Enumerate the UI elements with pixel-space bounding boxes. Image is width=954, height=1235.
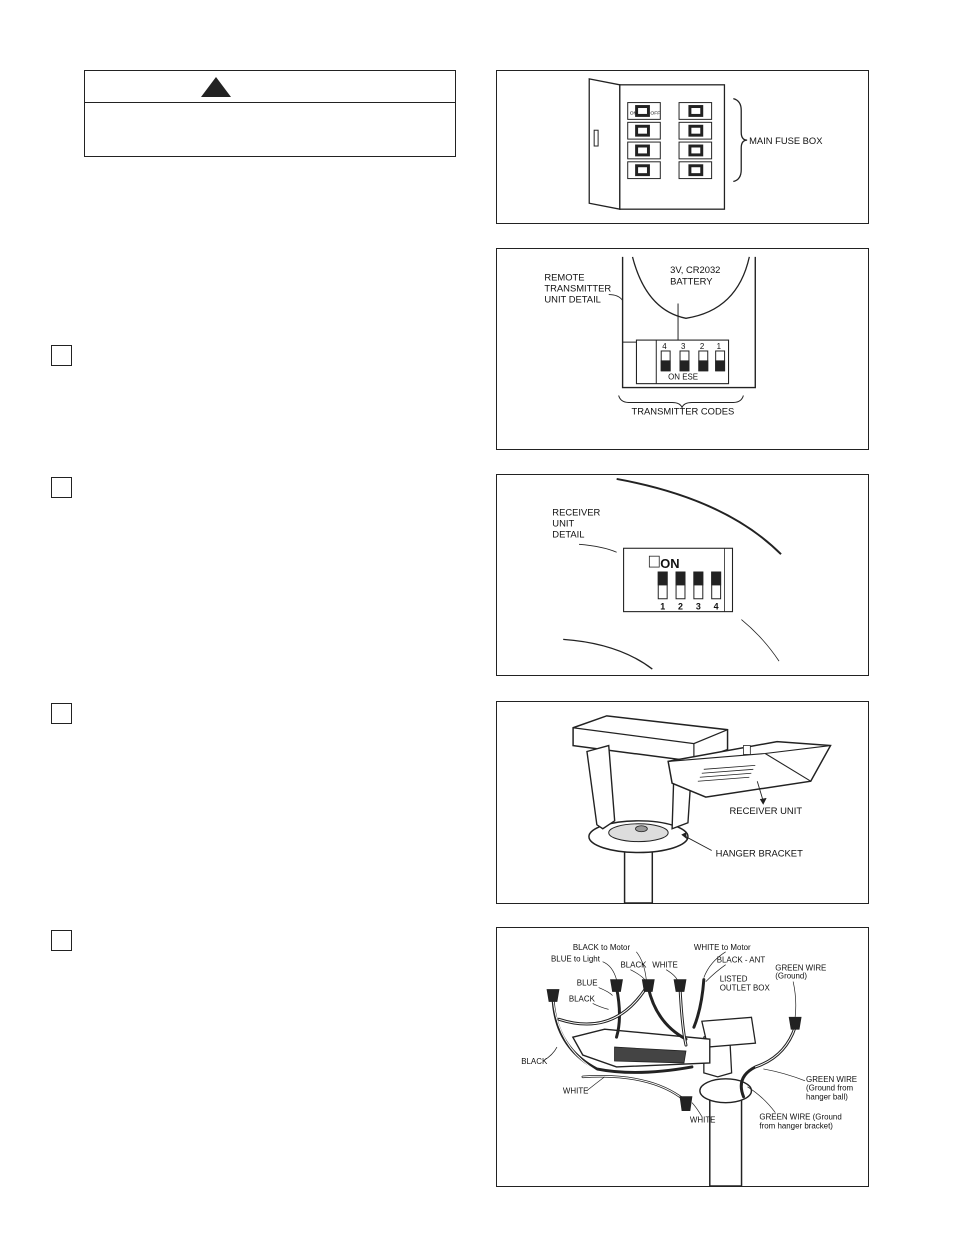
label-green-ball-1: GREEN WIRE bbox=[806, 1075, 857, 1084]
receiver-detail-line-3: DETAIL bbox=[552, 528, 584, 539]
fuse-box-illustration: ON OFF MAIN FUSE BOX bbox=[588, 78, 823, 210]
step-checkbox-3 bbox=[51, 703, 72, 724]
label-white-top: WHITE bbox=[652, 961, 678, 970]
transmitter-switch-num: 2 bbox=[700, 342, 704, 351]
breaker-off-text: OFF bbox=[650, 110, 660, 116]
receiver-on-label: ON bbox=[660, 556, 679, 571]
receiver-detail-line-1: RECEIVER bbox=[552, 507, 600, 518]
transmitter-detail-line-3: UNIT DETAIL bbox=[544, 293, 601, 304]
transmitter-illustration: 3V, CR2032 BATTERY REMOTE TRANSMITTER UN… bbox=[544, 256, 756, 416]
battery-line-2: BATTERY bbox=[670, 276, 713, 287]
transmitter-detail-line-2: TRANSMITTER bbox=[544, 283, 611, 294]
label-black-left: BLACK bbox=[521, 1057, 548, 1066]
transmitter-codes-label: TRANSMITTER CODES bbox=[632, 405, 735, 416]
label-blue: BLUE bbox=[577, 979, 598, 988]
warning-box bbox=[84, 70, 456, 157]
label-white-bottom: WHITE bbox=[690, 1115, 716, 1124]
label-green-ball-3: hanger ball) bbox=[806, 1093, 848, 1102]
receiver-detail-line-2: UNIT bbox=[552, 517, 574, 528]
breaker-on-text: ON bbox=[630, 110, 638, 116]
label-listed-outlet-2: OUTLET BOX bbox=[720, 984, 771, 993]
receiver-switch-num: 3 bbox=[696, 602, 701, 612]
warning-triangle-icon bbox=[201, 77, 231, 97]
step-checkbox-4 bbox=[51, 930, 72, 951]
label-black-top: BLACK bbox=[620, 961, 647, 970]
receiver-switch-num: 2 bbox=[678, 602, 683, 612]
figure-wiring: BLACK to Motor WHITE to Motor BLUE to Li… bbox=[496, 927, 869, 1187]
label-listed-outlet-1: LISTED bbox=[720, 975, 748, 984]
step-checkbox-2 bbox=[51, 477, 72, 498]
figure-fuse-box: ON OFF MAIN FUSE BOX bbox=[496, 70, 869, 224]
figure-transmitter: 3V, CR2032 BATTERY REMOTE TRANSMITTER UN… bbox=[496, 248, 869, 450]
label-green-ground-2: (Ground) bbox=[775, 972, 807, 981]
warning-header bbox=[85, 71, 455, 103]
label-green-bracket-1: GREEN WIRE (Ground bbox=[759, 1113, 841, 1122]
label-green-ball-2: (Ground from bbox=[806, 1084, 854, 1093]
label-green-ground-1: GREEN WIRE bbox=[775, 964, 826, 973]
figure-hanger-bracket: RECEIVER UNIT HANGER BRACKET bbox=[496, 701, 869, 904]
label-blue-to-light: BLUE to Light bbox=[551, 955, 601, 964]
hanger-bracket-label: HANGER BRACKET bbox=[716, 847, 803, 858]
transmitter-switch-num: 3 bbox=[681, 342, 686, 351]
receiver-switch-num: 4 bbox=[714, 602, 719, 612]
label-black-to-motor: BLACK to Motor bbox=[573, 943, 631, 952]
battery-line-1: 3V, CR2032 bbox=[670, 264, 720, 275]
transmitter-switch-mark: ON ESE bbox=[668, 373, 698, 382]
transmitter-detail-line-1: REMOTE bbox=[544, 272, 584, 283]
wiring-illustration: BLACK to Motor WHITE to Motor BLUE to Li… bbox=[521, 943, 857, 1186]
label-white-to-motor: WHITE to Motor bbox=[694, 943, 751, 952]
label-white-left: WHITE bbox=[563, 1087, 589, 1096]
receiver-detail-illustration: RECEIVER UNIT DETAIL ON 1 2 3 4 bbox=[552, 477, 782, 670]
receiver-switch-num: 1 bbox=[660, 602, 665, 612]
transmitter-switch-num: 4 bbox=[662, 342, 667, 351]
label-green-bracket-2: from hanger bracket) bbox=[759, 1121, 833, 1130]
hanger-bracket-illustration: RECEIVER UNIT HANGER BRACKET bbox=[572, 715, 832, 903]
transmitter-switch-num: 1 bbox=[717, 342, 722, 351]
label-black-mid: BLACK bbox=[569, 994, 596, 1003]
label-black-ant: BLACK - ANT bbox=[717, 956, 766, 965]
receiver-unit-label: RECEIVER UNIT bbox=[730, 805, 803, 816]
figure-receiver-detail: RECEIVER UNIT DETAIL ON 1 2 3 4 bbox=[496, 474, 869, 676]
main-fuse-box-label: MAIN FUSE BOX bbox=[749, 136, 823, 146]
step-checkbox-1 bbox=[51, 345, 72, 366]
